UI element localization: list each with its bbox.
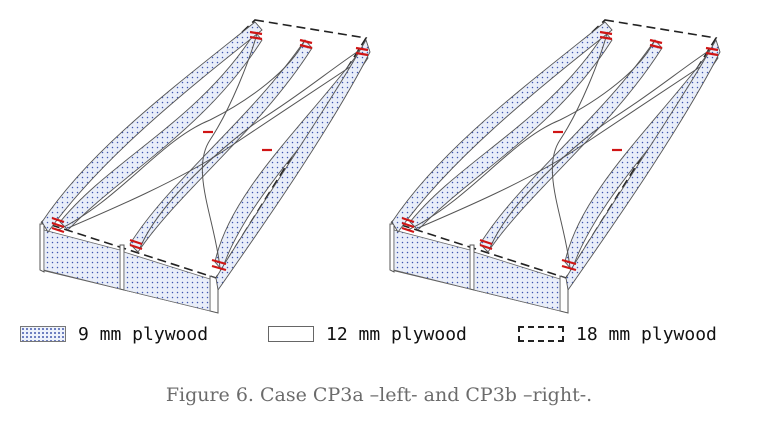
front-face-right-right bbox=[473, 251, 561, 312]
panel-left-d bbox=[57, 39, 306, 231]
figure-caption: Figure 6. Case CP3a –left- and CP3b –rig… bbox=[165, 384, 593, 406]
dotted-swatch-icon bbox=[20, 326, 66, 342]
panel-right-g bbox=[417, 54, 719, 229]
front-face-right bbox=[393, 229, 471, 290]
legend-label-9mm: 9 mm plywood bbox=[78, 323, 209, 345]
panel-right-a bbox=[409, 31, 613, 231]
side-wall-left-right bbox=[391, 21, 613, 233]
legend-label-12mm: 12 mm plywood bbox=[326, 323, 467, 345]
model-right-cp3b bbox=[389, 19, 721, 314]
model-left-cp3a bbox=[39, 19, 371, 314]
panel-left-f bbox=[201, 29, 259, 269]
top-frame-right bbox=[390, 19, 718, 279]
panel-right-e bbox=[489, 49, 711, 249]
legend-item-12mm: 12 mm plywood bbox=[268, 318, 467, 350]
legend-item-9mm: 9 mm plywood bbox=[20, 318, 208, 350]
panel-left-a bbox=[59, 31, 263, 231]
side-wall-left bbox=[41, 21, 263, 233]
front-face-right-left bbox=[123, 251, 211, 312]
legend: 9 mm plywood 12 mm plywood 18 mm plywood bbox=[20, 318, 750, 350]
legend-item-18mm: 18 mm plywood bbox=[518, 318, 717, 350]
plain-swatch-icon bbox=[268, 326, 314, 342]
joints-right bbox=[401, 30, 719, 272]
panel-left-e bbox=[139, 49, 361, 249]
top-frame-left bbox=[40, 19, 368, 279]
side-wall-right-right bbox=[565, 38, 721, 292]
front-face-left bbox=[43, 229, 121, 290]
panel-left-g bbox=[67, 54, 369, 229]
panel-right-d bbox=[407, 39, 656, 231]
legend-label-18mm: 18 mm plywood bbox=[576, 323, 717, 345]
panel-right-f bbox=[551, 29, 609, 269]
joints-left bbox=[51, 30, 369, 272]
dashed-swatch-icon bbox=[518, 326, 564, 342]
side-wall-right-left bbox=[215, 38, 371, 292]
